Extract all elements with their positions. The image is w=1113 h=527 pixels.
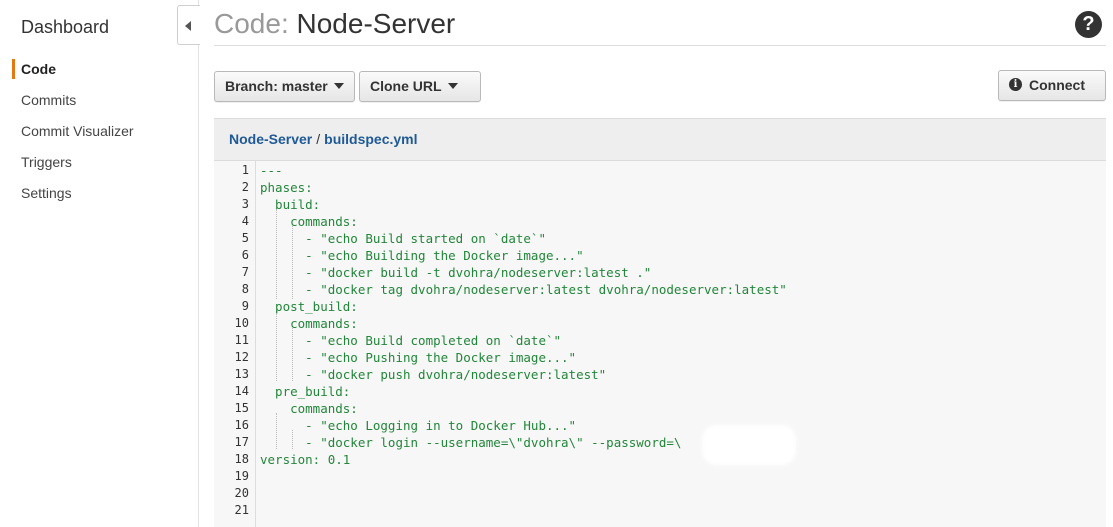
caret-down-icon (447, 83, 458, 90)
indent-guide (292, 226, 293, 299)
code-viewer[interactable]: 1 2 3 4 5 6 7 8 9 10 11 12 13 14 15 16 1… (214, 161, 1106, 527)
code-line: phases: (260, 180, 313, 195)
connect-button[interactable]: i Connect (998, 70, 1106, 101)
page-title-prefix: Code: (214, 8, 289, 39)
line-number: 12 (234, 350, 249, 364)
title-divider (214, 45, 1106, 46)
line-number: 10 (234, 316, 249, 330)
caret-down-icon (333, 83, 344, 90)
info-icon: i (1009, 78, 1022, 92)
code-line: version: 0.1 (260, 452, 351, 467)
code-line: build: (260, 197, 321, 212)
code-line: - "echo Building the Docker image..." (260, 248, 584, 263)
line-number: 17 (234, 435, 249, 449)
sidebar-item-commits[interactable]: Commits (21, 92, 77, 108)
sidebar-item-commit-visualizer[interactable]: Commit Visualizer (21, 123, 134, 139)
line-number: 5 (241, 231, 249, 245)
indent-guide (292, 328, 293, 381)
redaction-overlay (702, 425, 796, 465)
code-line: commands: (260, 316, 358, 331)
line-number: 14 (234, 384, 249, 398)
line-number: 13 (234, 367, 249, 381)
line-number: 21 (234, 503, 249, 517)
breadcrumb-file-link[interactable]: buildspec.yml (324, 131, 418, 147)
page-title: Code: Node-Server (214, 8, 455, 40)
code-line: pre_build: (260, 384, 351, 399)
line-number: 19 (234, 469, 249, 483)
branch-label: Branch: master (225, 78, 328, 94)
code-line: commands: (260, 401, 358, 416)
sidebar-item-code[interactable]: Code (21, 61, 56, 77)
code-line: - "echo Pushing the Docker image..." (260, 350, 577, 365)
clone-url-label: Clone URL (370, 78, 442, 94)
line-number: 4 (241, 214, 249, 228)
sidebar-title[interactable]: Dashboard (21, 17, 110, 37)
code-line: post_build: (260, 299, 358, 314)
sidebar-item-settings[interactable]: Settings (21, 185, 72, 201)
line-number: 1 (241, 163, 249, 177)
line-number: 3 (241, 197, 249, 211)
code-line: - "echo Build completed on `date`" (260, 333, 562, 348)
indent-guide (292, 430, 293, 449)
line-number: 18 (234, 452, 249, 466)
page-title-repo: Node-Server (296, 8, 456, 39)
line-number: 6 (241, 248, 249, 262)
indent-guide (276, 209, 277, 299)
line-number: 15 (234, 401, 249, 415)
code-line: --- (260, 163, 283, 178)
sidebar: Dashboard Code Commits Commit Visualizer… (0, 0, 199, 527)
line-number: 7 (241, 265, 249, 279)
indent-guide (276, 311, 277, 381)
line-number: 2 (241, 180, 249, 194)
breadcrumb-separator: / (316, 131, 321, 147)
breadcrumb-repo-link[interactable]: Node-Server (229, 131, 313, 147)
help-icon[interactable]: ? (1075, 11, 1102, 38)
code-line: - "echo Build started on `date`" (260, 231, 546, 246)
line-number: 8 (241, 282, 249, 296)
line-number: 11 (234, 333, 249, 347)
code-line: - "echo Logging in to Docker Hub..." (260, 418, 577, 433)
code-line: - "docker tag dvohra/nodeserver:latest d… (260, 282, 787, 297)
indent-guide (276, 413, 277, 449)
clone-url-dropdown-button[interactable]: Clone URL (359, 71, 481, 102)
code-line: - "docker push dvohra/nodeserver:latest" (260, 367, 607, 382)
breadcrumb: Node-Server/buildspec.yml (214, 118, 1106, 161)
sidebar-item-triggers[interactable]: Triggers (21, 154, 72, 170)
line-number-gutter: 1 2 3 4 5 6 7 8 9 10 11 12 13 14 15 16 1… (214, 161, 256, 527)
line-number: 20 (234, 486, 249, 500)
active-indicator (12, 59, 15, 79)
connect-label: Connect (1029, 77, 1085, 93)
branch-dropdown-button[interactable]: Branch: master (214, 71, 355, 102)
code-line: - "docker build -t dvohra/nodeserver:lat… (260, 265, 652, 280)
code-line: commands: (260, 214, 358, 229)
line-number: 9 (241, 299, 249, 313)
line-number: 16 (234, 418, 249, 432)
sidebar-collapse-button[interactable] (177, 5, 200, 45)
chevron-left-icon (185, 21, 191, 31)
